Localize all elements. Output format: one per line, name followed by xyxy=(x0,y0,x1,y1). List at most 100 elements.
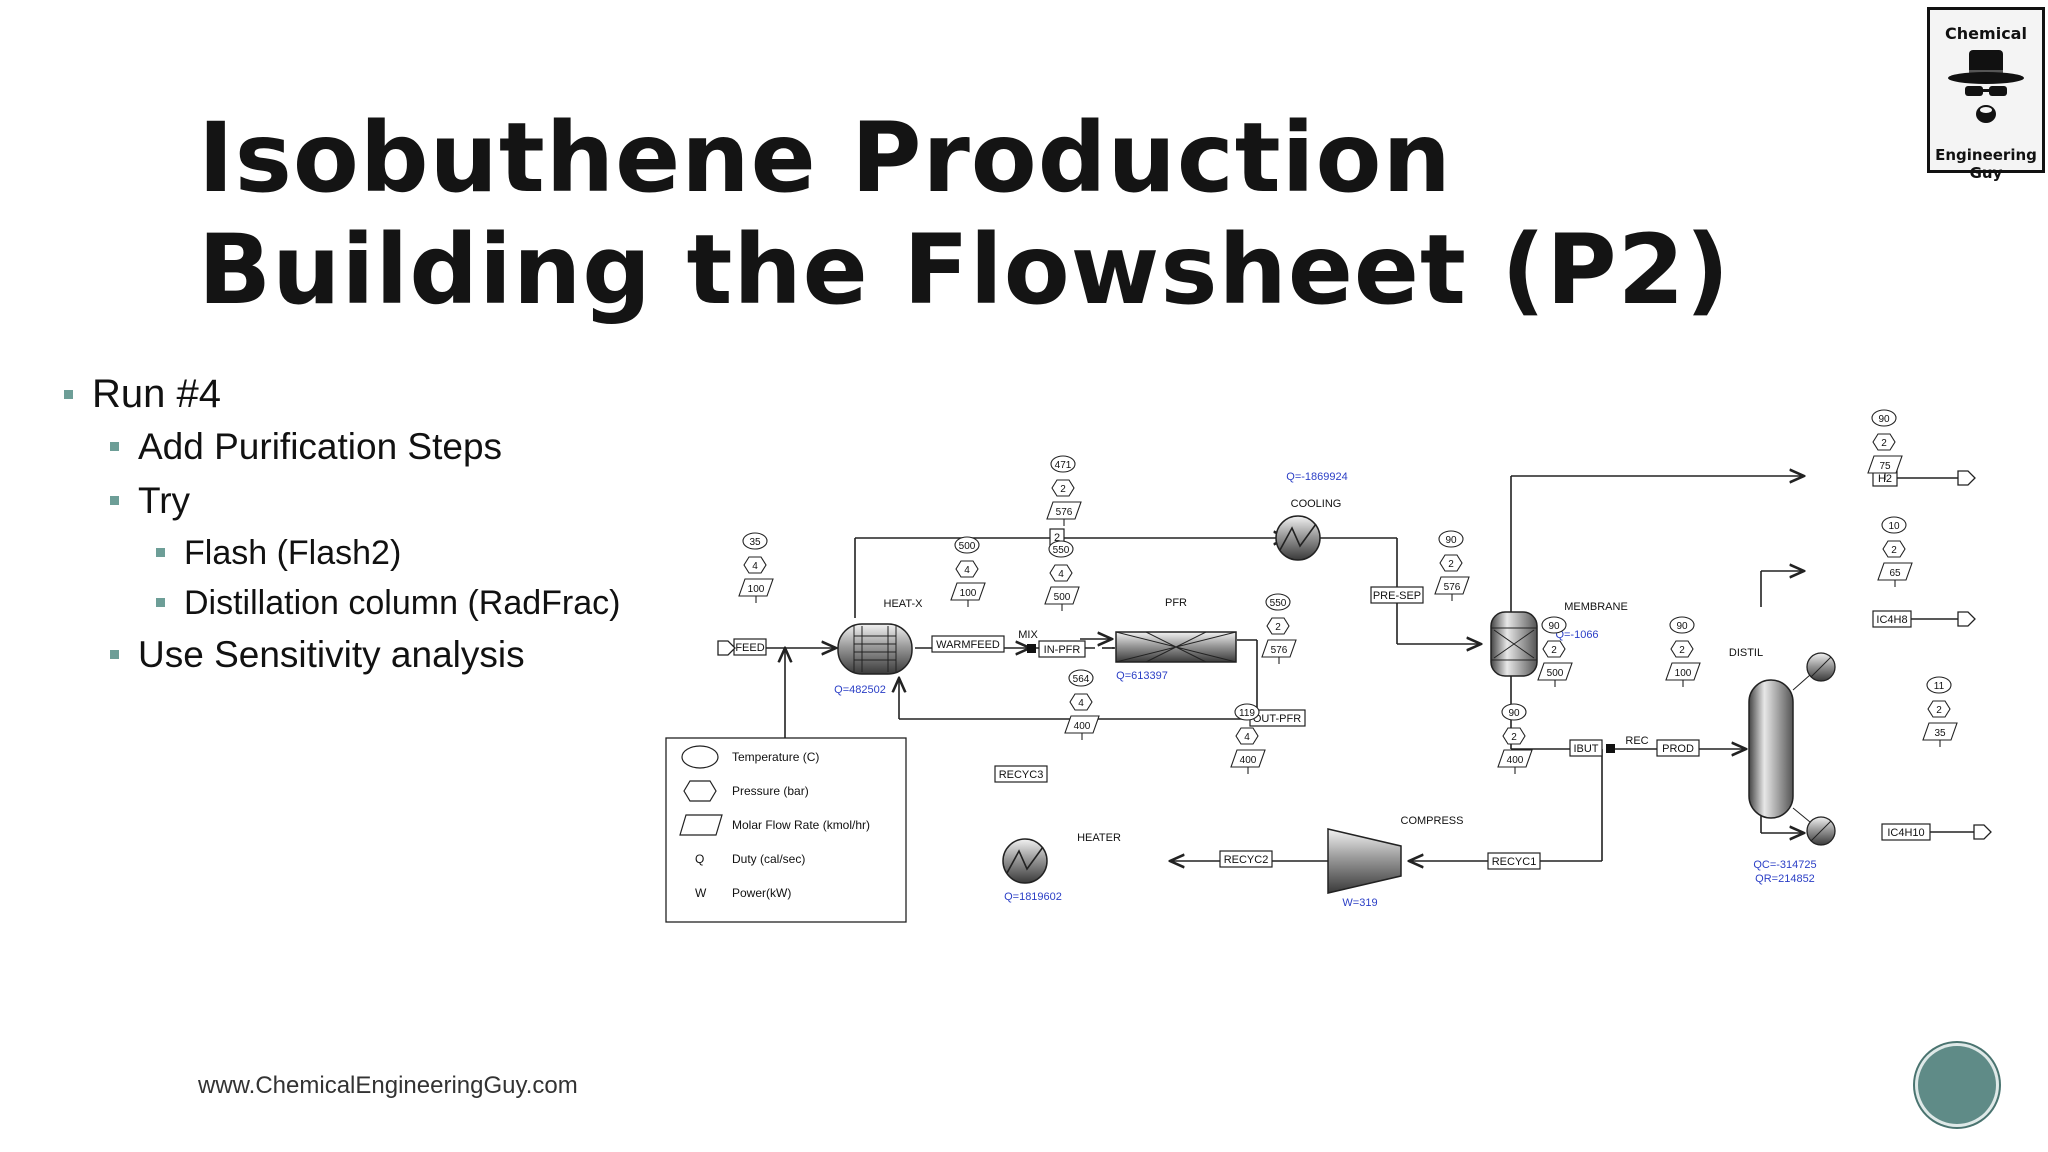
legend-temperature: Temperature (C) xyxy=(732,750,819,764)
heater-block-label: HEATER xyxy=(1077,832,1121,844)
compress-block-label: COMPRESS xyxy=(1401,815,1464,827)
outpfr-temperature-value: 550 xyxy=(1270,598,1287,609)
heatx-duty-label: Q=482502 xyxy=(834,684,886,696)
footer-website-url: www.ChemicalEngineeringGuy.com xyxy=(198,1072,578,1099)
rec-block-label: REC xyxy=(1625,735,1648,747)
recyc3-stream-label: RECYC3 xyxy=(999,769,1044,781)
cooling-block xyxy=(1275,515,1321,561)
temperature-oval xyxy=(1438,530,1464,548)
bullet-marker xyxy=(64,390,73,399)
temperature-oval xyxy=(1871,409,1897,427)
pressure-hexagon xyxy=(955,560,979,578)
pressure-hexagon xyxy=(1542,640,1566,658)
recyc3-stream-box xyxy=(994,765,1048,783)
pressure-hexagon xyxy=(1069,693,1093,711)
hat-face-icon xyxy=(1948,50,2024,123)
legend-pressure: Pressure (bar) xyxy=(732,784,809,798)
bullet-sensitivity: Use Sensitivity analysis xyxy=(110,634,525,676)
recyc3-flow-value: 400 xyxy=(1074,721,1091,732)
inpfr-pressure-value: 4 xyxy=(1058,569,1064,580)
flow-parallelogram xyxy=(950,582,986,601)
recyc3-temperature-value: 564 xyxy=(1073,674,1090,685)
pressure-hexagon xyxy=(1235,727,1259,745)
rec-junction xyxy=(1606,744,1615,753)
flow-parallelogram xyxy=(1497,749,1533,768)
ic4h10-outlet-arrow-icon xyxy=(1973,824,1992,840)
flow-parallelogram xyxy=(1046,501,1082,520)
inpfr-flow-value: 500 xyxy=(1054,592,1071,603)
ic4h10-flow-value: 35 xyxy=(1934,728,1946,739)
top-temperature-value: 471 xyxy=(1055,460,1072,471)
ic4h10-stream-label: IC4H10 xyxy=(1887,827,1924,839)
process-flowsheet: FEED WARMFEED IN-PFR OUT-PFR PRE-SEP H2 … xyxy=(665,409,1992,923)
cooling-duty-label: Q=-1869924 xyxy=(1286,471,1347,483)
top-flow-value: 576 xyxy=(1056,507,1073,518)
distil-block-label: DISTIL xyxy=(1729,647,1763,659)
slide-title-line-2: Building the Flowsheet (P2) xyxy=(198,214,1731,326)
ibut-flow-value: 500 xyxy=(1547,668,1564,679)
temperature-oval xyxy=(1669,616,1695,634)
flow-parallelogram xyxy=(1867,455,1903,474)
temperature-oval xyxy=(1234,703,1260,721)
pressure-hexagon xyxy=(1872,433,1896,451)
pfr-reactor-block xyxy=(1115,631,1237,663)
presep-stream-box xyxy=(1370,586,1424,604)
temperature-oval xyxy=(742,532,768,550)
heat-exchanger-block xyxy=(837,623,913,675)
bullet-flash-text: Flash (Flash2) xyxy=(184,534,402,572)
ic4h8-temperature-value: 10 xyxy=(1888,521,1900,532)
stream-condition-tags: 3541004712576500410055045005502576902576… xyxy=(738,409,1958,774)
bullet-run-text: Run #4 xyxy=(92,372,221,416)
presep-stream-label: PRE-SEP xyxy=(1373,590,1421,602)
bullet-try-text: Try xyxy=(138,480,191,521)
bullet-marker xyxy=(156,548,165,557)
ibut-temperature-value: 90 xyxy=(1548,621,1560,632)
pressure-hexagon xyxy=(1670,640,1694,658)
recyc2-pressure-value: 4 xyxy=(1244,732,1250,743)
bullet-distillation-text: Distillation column (RadFrac) xyxy=(184,584,621,622)
prod-temperature-value: 90 xyxy=(1676,621,1688,632)
prod-flow-value: 100 xyxy=(1675,668,1692,679)
legend-flow: Molar Flow Rate (kmol/hr) xyxy=(732,818,870,832)
flow-symbol xyxy=(679,814,723,836)
feed-stream-label: FEED xyxy=(735,642,764,654)
ic4h10-temperature-value: 11 xyxy=(1934,681,1945,692)
pfr-duty-label: Q=613397 xyxy=(1116,670,1168,682)
heatx-block-label: HEAT-X xyxy=(884,598,924,610)
ibut-condition-tag: 90 2 500 xyxy=(1537,616,1573,687)
h2-temperature-value: 90 xyxy=(1878,414,1890,425)
recyc1-stream-box xyxy=(1487,852,1541,870)
bullet-marker xyxy=(110,650,119,659)
bullet-sensitivity-text: Use Sensitivity analysis xyxy=(138,634,525,675)
feed-inlet-arrow-icon xyxy=(717,640,736,656)
feed-temperature-value: 35 xyxy=(749,537,761,548)
warmfeed-temperature-value: 500 xyxy=(959,541,976,552)
presep-pressure-value: 2 xyxy=(1448,559,1454,570)
compress-power-label: W=319 xyxy=(1342,897,1377,909)
bullet-run: Run #4 xyxy=(64,372,221,417)
pressure-hexagon xyxy=(1927,700,1951,718)
heater-duty-label: Q=1819602 xyxy=(1004,891,1062,903)
flow-parallelogram xyxy=(738,578,774,597)
flow-parallelogram xyxy=(1922,722,1958,741)
pressure-hexagon xyxy=(1502,727,1526,745)
cooling-block-label: COOLING xyxy=(1291,498,1342,510)
recyc2-flow-value: 400 xyxy=(1240,755,1257,766)
flow-parallelogram xyxy=(1044,586,1080,605)
feed-pressure-value: 4 xyxy=(752,561,758,572)
outpfr-pressure-value: 2 xyxy=(1275,622,1281,633)
temperature-oval xyxy=(1265,593,1291,611)
pressure-hexagon xyxy=(743,556,767,574)
slide-nav-button[interactable] xyxy=(1918,1046,1996,1124)
stream-2-label: 2 xyxy=(1054,532,1060,544)
outpfr-flow-value: 576 xyxy=(1271,645,1288,656)
ibut-pressure-value: 2 xyxy=(1551,645,1557,656)
legend-duty: Duty (cal/sec) xyxy=(732,852,805,866)
pressure-hexagon xyxy=(1049,564,1073,582)
flow-parallelogram xyxy=(1434,576,1470,595)
temperature-oval xyxy=(1501,703,1527,721)
recyc1-temperature-value: 90 xyxy=(1508,708,1520,719)
